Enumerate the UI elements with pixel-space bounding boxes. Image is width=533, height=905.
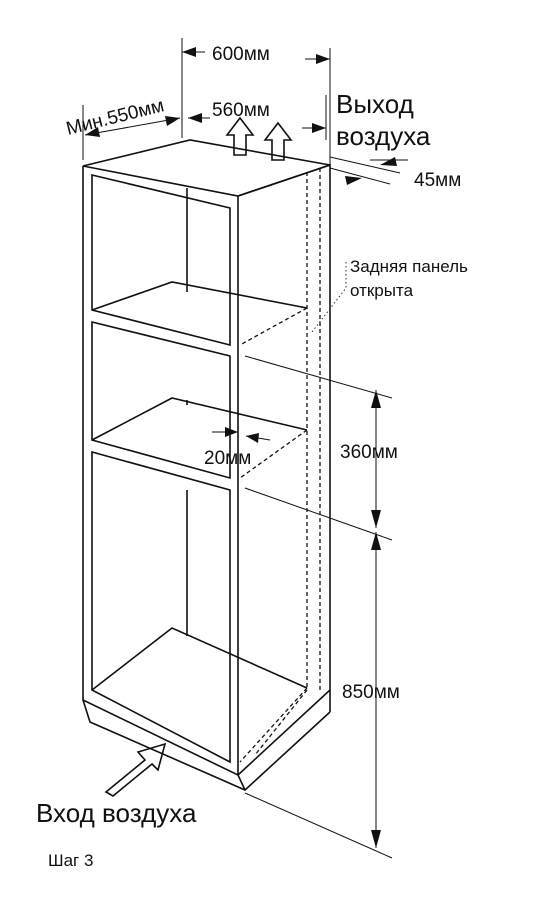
dimension-min-550-label: Мин.550мм — [64, 95, 166, 140]
dimension-850-label: 850мм — [342, 682, 400, 703]
dimension-20: 20мм — [204, 427, 271, 469]
back-panel-label-line2: открыта — [350, 281, 414, 300]
back-panel-label-line1: Задняя панель — [350, 257, 468, 276]
dimension-600-label: 600мм — [212, 44, 270, 65]
air-inlet-arrow — [104, 742, 167, 797]
air-outlet-label-line1: Выход — [336, 89, 414, 119]
dimension-45-label: 45мм — [414, 170, 461, 191]
air-inlet-label: Вход воздуха — [36, 798, 197, 828]
dimension-560-label: 560мм — [212, 100, 270, 121]
dimension-560: 560мм — [188, 95, 327, 140]
dimension-20-label: 20мм — [204, 448, 251, 469]
back-panel-leader — [311, 262, 347, 333]
air-outlet-arrows — [225, 116, 293, 161]
dimension-360: 360мм — [244, 355, 398, 541]
dimension-360-label: 360мм — [340, 442, 398, 463]
dimension-45: 45мм — [329, 156, 461, 191]
dimension-600: 600мм — [181, 38, 331, 165]
front-frame — [91, 173, 231, 764]
dimension-850: 850мм — [244, 532, 400, 859]
step-label: Шаг 3 — [48, 851, 93, 870]
cabinet-interior — [91, 168, 321, 763]
air-outlet-label-line2: воздуха — [336, 121, 431, 151]
dimension-min-550: Мин.550мм — [64, 95, 181, 160]
